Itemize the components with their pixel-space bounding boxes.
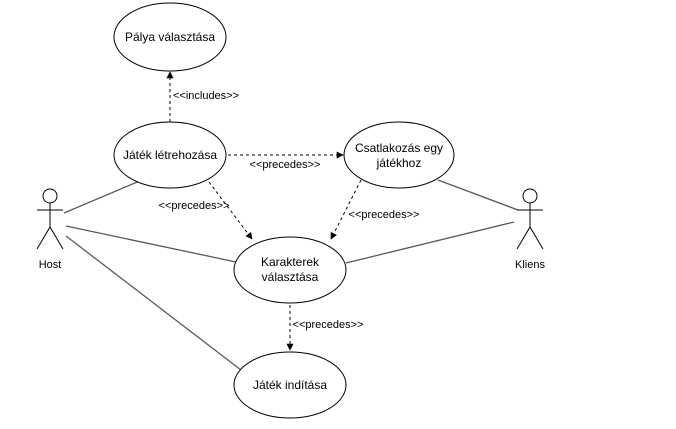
actor-kliens-label: Kliens	[515, 259, 545, 271]
actor-host	[36, 188, 64, 250]
precedes-label-create-char: <<precedes>>	[159, 200, 230, 212]
actor-kliens	[516, 188, 544, 250]
use-cases	[113, 2, 455, 419]
actor-host-head	[42, 188, 58, 204]
actor-host-label: Host	[39, 259, 62, 271]
use-case-letrehozas	[113, 121, 227, 189]
association-kliens-karakter	[345, 221, 515, 264]
use-case-karakter-label-line2: választása	[262, 270, 319, 284]
use-case-csatlakozas-label-line1: Csatlakozás egy	[355, 141, 443, 155]
precedes-arrow-join-char	[330, 179, 362, 240]
use-case-csatlakozas	[343, 121, 455, 189]
associations	[63, 179, 519, 381]
association-kliens-csatlakozas	[437, 179, 519, 211]
actor-host-leg-left	[36, 226, 51, 250]
use-case-palya-label: Pálya választása	[125, 30, 215, 44]
includes-label: <<includes>>	[173, 90, 239, 102]
use-case-letrehozas-label: Játék létrehozása	[123, 148, 217, 162]
precedes-label-join-char: <<precedes>>	[349, 209, 420, 221]
actor-kliens-head	[522, 188, 538, 204]
dependencies	[166, 71, 362, 351]
association-host-karakter	[65, 225, 237, 263]
actor-kliens-leg-left	[516, 226, 531, 250]
actor-kliens-leg-right	[529, 226, 544, 250]
actor-host-leg-right	[49, 226, 64, 250]
use-case-csatlakozas-label-line2: játékhoz	[376, 156, 422, 170]
use-case-karakter-label-line1: Karakterek	[261, 255, 320, 269]
use-case-palya	[113, 2, 227, 72]
use-case-inditas-label: Játék indítása	[253, 378, 327, 392]
use-case-inditas	[233, 351, 347, 419]
precedes-label-create-join: <<precedes>>	[250, 159, 321, 171]
association-host-letrehozas	[63, 179, 143, 214]
precedes-label-char-start: <<precedes>>	[293, 319, 364, 331]
use-case-karakter	[233, 236, 347, 304]
association-host-inditas	[65, 235, 255, 381]
